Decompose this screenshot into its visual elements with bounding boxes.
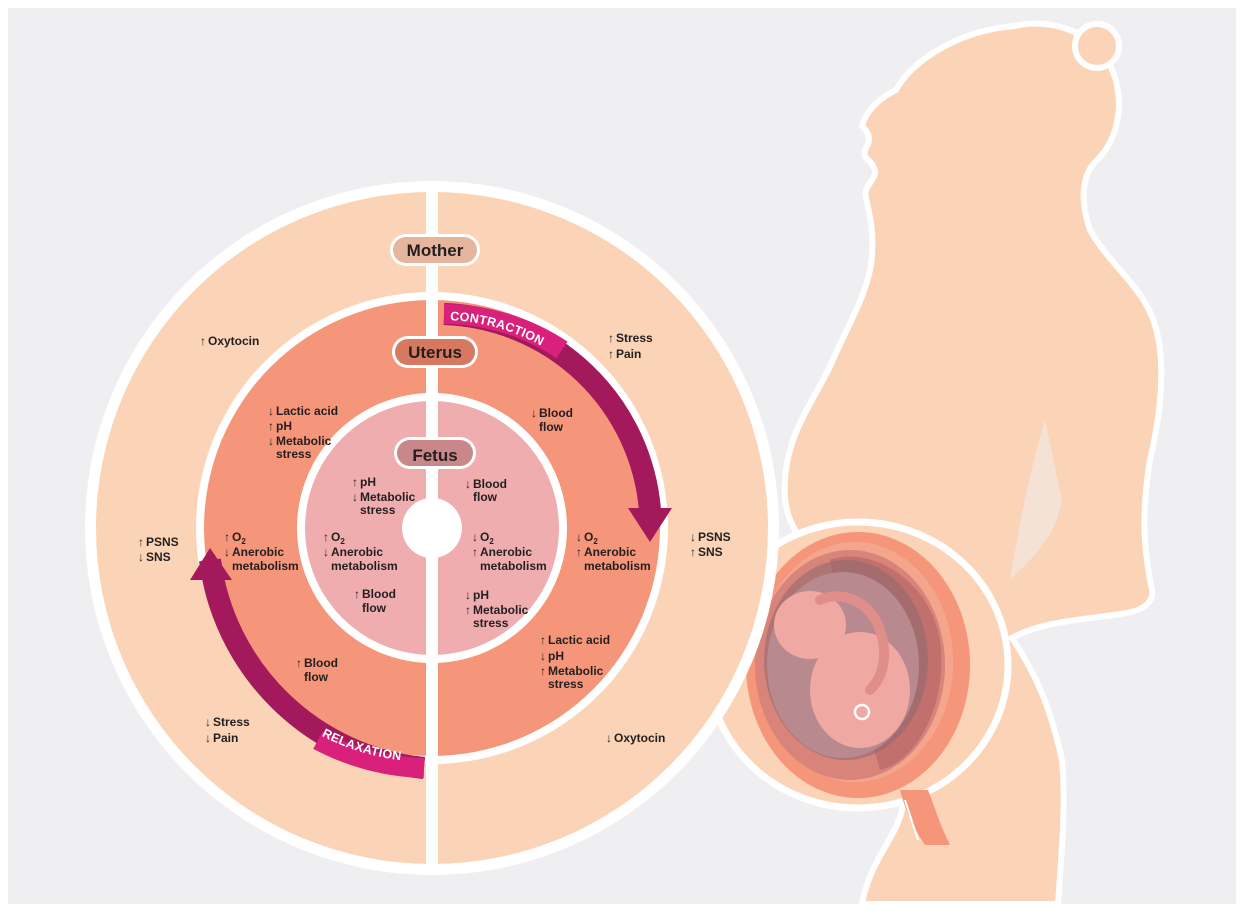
fetus-badge: Fetus [394, 437, 476, 469]
con-fetus-anerobic: ↑Anerobic [472, 545, 532, 559]
con-fetus-flow: flow [473, 490, 498, 504]
uterus-badge: Uterus [392, 336, 478, 368]
mother-label: Mother [407, 241, 464, 260]
rel-fetus-metabolism: metabolism [331, 559, 398, 573]
uterus-label: Uterus [408, 343, 462, 362]
rel-mother-oxytocin: ↑Oxytocin [200, 334, 259, 348]
con-uterus-metabolic: ↑Metabolic [540, 664, 604, 678]
con-fetus-metabolic: ↑Metabolic [465, 603, 529, 617]
fetus-label: Fetus [412, 446, 457, 465]
con-uterus-anerobic: ↑Anerobic [576, 545, 636, 559]
rel-uterus-metabolism: metabolism [232, 559, 299, 573]
rel-uterus-lactic-acid: ↓Lactic acid [268, 404, 338, 418]
rel-mother-sns: ↓SNS [138, 550, 171, 564]
con-uterus-flow: flow [539, 420, 564, 434]
con-fetus-ph: ↓pH [465, 588, 489, 602]
rel-fetus-metabolic: ↓Metabolic [352, 490, 416, 504]
center-divider [426, 182, 438, 875]
rel-fetus-flow: flow [362, 601, 387, 615]
rel-uterus-metabolic: ↓Metabolic [268, 434, 332, 448]
rel-uterus-anerobic: ↓Anerobic [224, 545, 284, 559]
rel-uterus-flow: flow [304, 670, 329, 684]
rel-fetus-anerobic: ↓Anerobic [323, 545, 383, 559]
con-uterus-lactic-acid: ↑Lactic acid [540, 633, 610, 647]
con-fetus-stress: stress [473, 616, 509, 630]
hair-bun [1075, 24, 1119, 68]
concentric-diagram [85, 181, 779, 875]
rel-fetus-ph: ↑pH [352, 475, 376, 489]
mother-badge: Mother [390, 234, 480, 266]
con-mother-sns: ↑SNS [690, 545, 723, 559]
con-uterus-metabolism: metabolism [584, 559, 651, 573]
con-fetus-metabolism: metabolism [480, 559, 547, 573]
con-mother-oxytocin: ↓Oxytocin [606, 731, 665, 745]
rel-fetus-stress: stress [360, 503, 396, 517]
rel-mother-pain: ↓Pain [205, 731, 238, 745]
con-mother-pain: ↑Pain [608, 347, 641, 361]
rel-uterus-stress: stress [276, 447, 312, 461]
con-uterus-stress: stress [548, 677, 584, 691]
rel-uterus-ph: ↑pH [268, 419, 292, 433]
con-uterus-ph: ↓pH [540, 649, 564, 663]
